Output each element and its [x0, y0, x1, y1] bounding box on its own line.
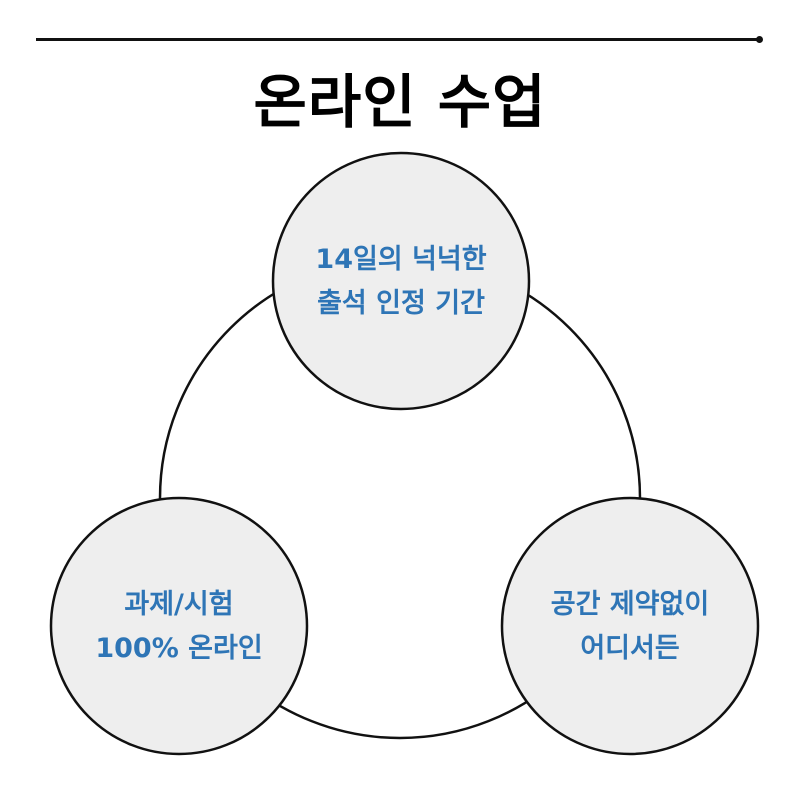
node-circle-top	[271, 151, 531, 411]
node-label-left: 과제/시험 100% 온라인	[59, 583, 299, 671]
node-right-line2: 어디서든	[580, 633, 680, 664]
node-label-right: 공간 제약없이 어디서든	[510, 583, 750, 671]
node-left-line2: 100% 온라인	[95, 633, 263, 664]
node-top-line2: 출석 인정 기간	[317, 288, 485, 319]
top-divider-line	[36, 38, 758, 41]
node-label-top: 14일의 넉넉한 출석 인정 기간	[281, 238, 521, 326]
page-title: 온라인 수업	[253, 68, 547, 136]
node-circle-left	[49, 496, 309, 756]
node-left-line1: 과제/시험	[124, 589, 234, 620]
node-circle-right	[500, 496, 760, 756]
node-top-line1: 14일의 넉넉한	[315, 244, 487, 275]
top-divider-end-dot	[756, 36, 763, 43]
node-right-line1: 공간 제약없이	[550, 589, 710, 620]
